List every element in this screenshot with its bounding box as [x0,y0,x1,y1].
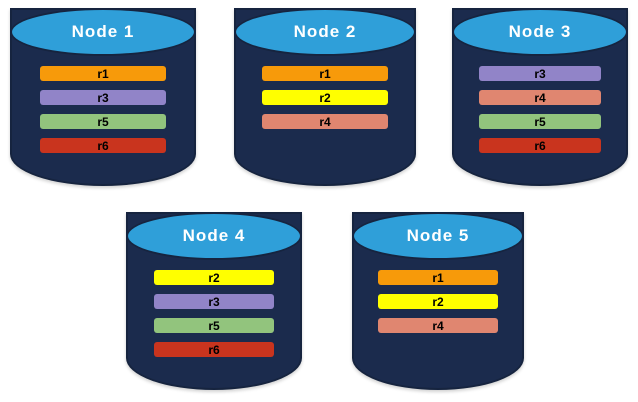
replica-label: r3 [208,294,220,309]
replica-label: r5 [97,114,109,129]
replica-label: r1 [432,270,444,285]
replica-label: r4 [432,318,444,333]
node-4[interactable]: Node 4 r2 r3 r5 r6 [126,212,302,390]
replica-label: r6 [534,138,546,153]
replica-bar[interactable]: r6 [40,138,166,153]
node-title: Node 3 [508,22,572,41]
replica-bar[interactable]: r4 [479,90,601,105]
replica-label: r3 [97,90,109,105]
replica-bar[interactable]: r6 [479,138,601,153]
node-3[interactable]: Node 3 r3 r4 r5 r6 [452,8,628,186]
replica-bar[interactable]: r5 [479,114,601,129]
replica-list: r2 r3 r5 r6 [126,270,302,357]
replica-bar[interactable]: r5 [40,114,166,129]
cylinder-top-ellipse [352,212,524,260]
replica-label: r2 [319,90,331,105]
replica-label: r2 [208,270,220,285]
replica-bar[interactable]: r3 [479,66,601,81]
replica-list: r1 r3 r5 r6 [10,66,196,153]
node-title: Node 5 [406,226,470,245]
replica-bar[interactable]: r3 [40,90,166,105]
replica-label: r1 [319,66,331,81]
replica-label: r4 [319,114,331,129]
replica-label: r3 [534,66,546,81]
replica-list: r1 r2 r4 [352,270,524,333]
cylinder-top-ellipse [126,212,302,260]
replica-label: r6 [208,342,220,357]
replica-bar[interactable]: r1 [262,66,388,81]
replica-label: r5 [208,318,220,333]
replica-list: r1 r2 r4 [234,66,416,129]
replica-bar[interactable]: r2 [262,90,388,105]
replica-list: r3 r4 r5 r6 [452,66,628,153]
replica-bar[interactable]: r4 [378,318,498,333]
replica-bar[interactable]: r4 [262,114,388,129]
replica-bar[interactable]: r1 [378,270,498,285]
replica-bar[interactable]: r1 [40,66,166,81]
replica-bar[interactable]: r2 [378,294,498,309]
replica-bar[interactable]: r2 [154,270,274,285]
replica-bar[interactable]: r6 [154,342,274,357]
node-1[interactable]: Node 1 r1 r3 r5 r6 [10,8,196,186]
cylinder-top-ellipse [452,8,628,56]
cylinder-top-ellipse [10,8,196,56]
node-title: Node 2 [293,22,357,41]
node-title: Node 4 [182,226,246,245]
replica-label: r5 [534,114,546,129]
replica-bar[interactable]: r5 [154,318,274,333]
replica-bar[interactable]: r3 [154,294,274,309]
node-5[interactable]: Node 5 r1 r2 r4 [352,212,524,390]
replica-label: r1 [97,66,109,81]
replica-label: r6 [97,138,109,153]
cylinder-top-ellipse [234,8,416,56]
replica-label: r4 [534,90,546,105]
node-title: Node 1 [71,22,135,41]
node-2[interactable]: Node 2 r1 r2 r4 [234,8,416,186]
replica-label: r2 [432,294,444,309]
